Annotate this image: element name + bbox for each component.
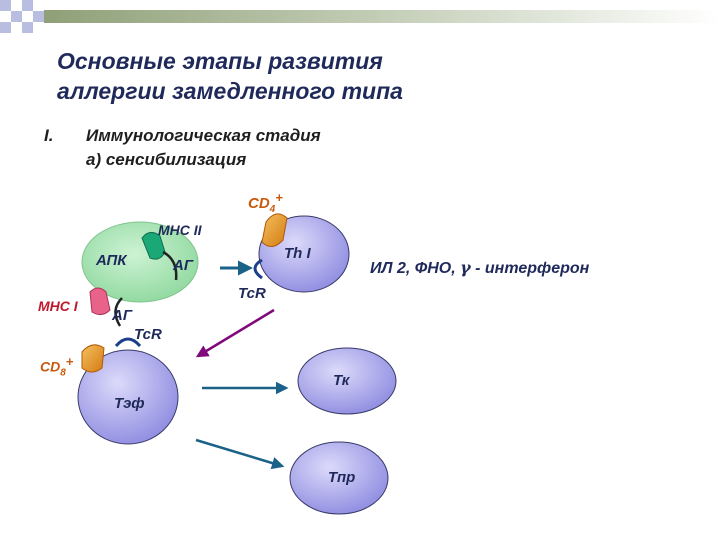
tcr-label-1: TcR <box>238 285 266 302</box>
antigen-crescent-2 <box>114 297 123 327</box>
arrow-th1-to-teff <box>195 308 275 358</box>
tpr-label: Тпр <box>328 469 356 486</box>
antigen-label-1: АГ <box>173 257 194 274</box>
cd8-label-subscript: 8 <box>60 367 66 379</box>
teff-cell <box>77 349 179 445</box>
cd4-label-subscript: 4 <box>269 204 276 215</box>
cd4-label: CD4+ <box>248 190 283 215</box>
cd8-label-superscript: + <box>65 354 74 369</box>
th1-label: Th I <box>284 245 311 262</box>
antigen-label-2: АГ <box>112 307 133 324</box>
cytokines-text-after: - интерферон <box>470 260 590 277</box>
title-line-2: аллергии замедленного типа <box>57 78 403 104</box>
cd4-label-text: CD <box>248 195 270 212</box>
substage-name: а) сенсибилизация <box>86 150 247 169</box>
mhc1-label: MHC I <box>38 298 78 314</box>
antigen-crescent-1 <box>162 250 178 281</box>
cd4-label-superscript: + <box>275 190 283 205</box>
tk-cell <box>297 347 397 415</box>
cd8-molecule <box>81 344 105 373</box>
stage-name: Иммунологическая стадия <box>86 126 321 145</box>
teff-label: Тэф <box>114 395 145 412</box>
cd4-molecule <box>261 213 288 247</box>
stage-heading: I. Иммунологическая стадия а) сенсибилиза… <box>44 124 321 172</box>
slide-title: Основные этапы развития аллергии замедле… <box>57 46 657 106</box>
tcr-crescent-th1 <box>253 258 263 280</box>
cd8-label-text: CD <box>40 358 61 375</box>
tcr-label-2: TcR <box>134 326 162 343</box>
stage-number: I. <box>44 126 54 145</box>
top-decoration <box>0 0 720 33</box>
title-line-1: Основные этапы развития <box>57 48 383 74</box>
mhc1-molecule <box>89 287 111 316</box>
apc-cell <box>81 221 199 303</box>
arrow-teff-to-tpr <box>195 438 285 470</box>
cytokines-gamma: γ <box>460 258 471 277</box>
cd8-label: CD8+ <box>40 354 73 378</box>
cytokines-label: ИЛ 2, ФНО, γ - интерферон <box>370 258 589 278</box>
apc-label: АПК <box>96 252 127 269</box>
cytokines-text-before: ИЛ 2, ФНО, <box>370 260 461 277</box>
tcr-crescent-teff <box>114 337 142 348</box>
mhc2-label: MHC II <box>158 222 202 238</box>
tk-label: Тк <box>333 372 350 389</box>
tpr-cell <box>289 441 389 515</box>
